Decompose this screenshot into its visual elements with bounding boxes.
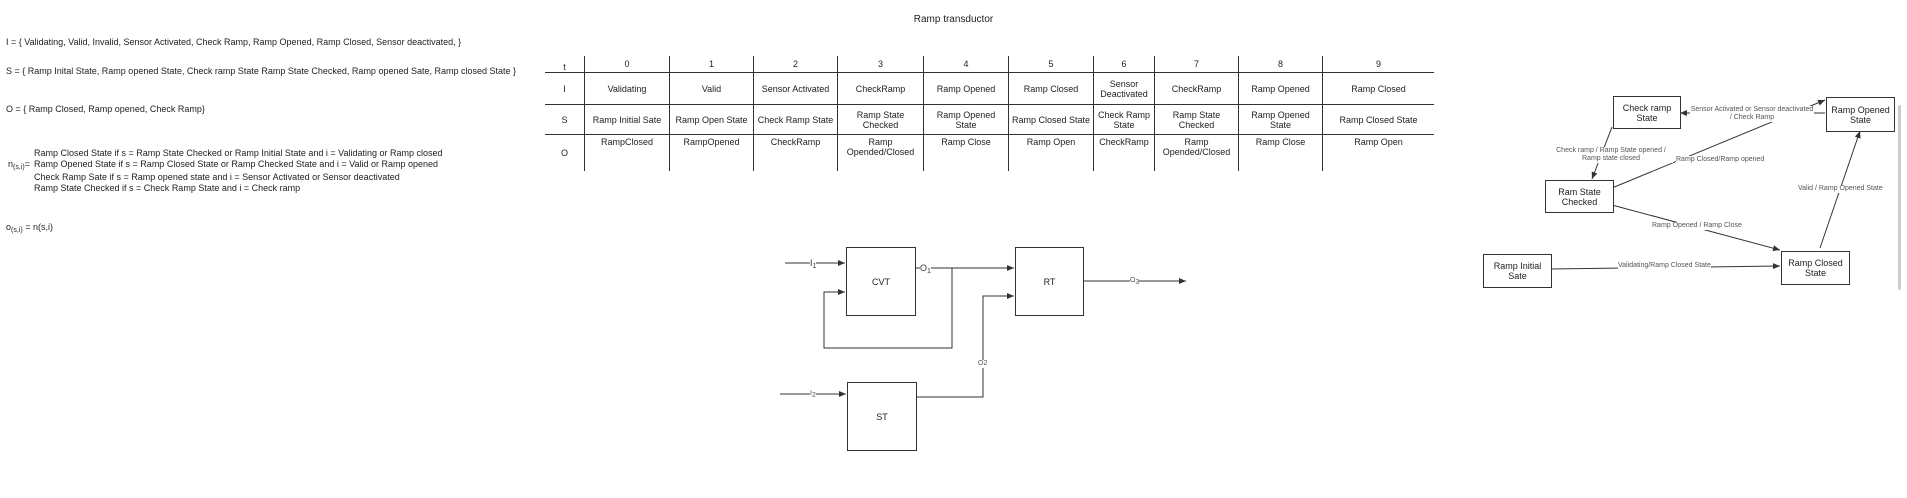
table-row-s: S Ramp Initial Sate Ramp Open State Chec… bbox=[545, 104, 1434, 135]
table-cell: CheckRamp bbox=[837, 72, 924, 105]
transition-rule-3: Check Ramp Sate if s = Ramp opened state… bbox=[34, 172, 400, 182]
state-set-definition: S = { Ramp Inital State, Ramp opened Sta… bbox=[6, 66, 517, 76]
edge-st-to-rt bbox=[916, 293, 1014, 398]
table-cell: Check Ramp State bbox=[753, 104, 838, 135]
transition-rule-1: Ramp Closed State if s = Ramp State Chec… bbox=[34, 148, 443, 158]
label-check-to-checked: Check ramp / Ramp State opened / Ramp st… bbox=[1549, 147, 1673, 163]
table-cell: 2 bbox=[753, 56, 838, 73]
output-o2-label: O2 bbox=[978, 360, 988, 368]
row-header-s: S bbox=[545, 104, 585, 135]
table-row-o: O RampClosed RampOpened CheckRamp Ramp O… bbox=[545, 134, 1434, 171]
row-header-t: t bbox=[563, 62, 566, 72]
table-cell: RampClosed bbox=[584, 134, 670, 171]
label-checked-to-closed: Ramp Opened / Ramp Close bbox=[1652, 222, 1742, 230]
output-function: o(s,i) = n(s,i) bbox=[6, 222, 53, 234]
table-cell: Ramp Opened bbox=[923, 72, 1009, 105]
table-row-t: t 0 1 2 3 4 5 6 7 8 9 bbox=[545, 56, 1434, 73]
table-cell: RampOpened bbox=[669, 134, 754, 171]
table-cell: 5 bbox=[1008, 56, 1094, 73]
table-cell: Ramp Closed bbox=[1322, 72, 1434, 105]
table-cell: Ramp State Checked bbox=[837, 104, 924, 135]
table-cell: Validating bbox=[584, 72, 670, 105]
table-cell: 8 bbox=[1238, 56, 1323, 73]
edge-feedback-loop bbox=[823, 268, 953, 349]
diagram-title: Ramp transductor bbox=[913, 14, 994, 25]
table-cell: Ramp Close bbox=[1238, 134, 1323, 171]
table-cell: 6 bbox=[1093, 56, 1155, 73]
table-cell: Ramp Close bbox=[923, 134, 1009, 171]
table-cell: 0 bbox=[584, 56, 670, 73]
table-cell: 4 bbox=[923, 56, 1009, 73]
table-cell: Sensor Activated bbox=[753, 72, 838, 105]
table-cell: 7 bbox=[1154, 56, 1239, 73]
table-cell: Ramp Closed bbox=[1008, 72, 1094, 105]
output-o1-label: O1 bbox=[920, 263, 931, 277]
row-header-o: O bbox=[545, 134, 585, 171]
table-cell: Ramp Opened State bbox=[923, 104, 1009, 135]
table-cell: CheckRamp bbox=[1154, 72, 1239, 105]
output-o3-label: O3 bbox=[1130, 277, 1140, 287]
table-cell: Ramp Open State bbox=[669, 104, 754, 135]
state-ramp-opened: Ramp Opened State bbox=[1826, 97, 1895, 132]
table-cell: Ramp Opended/Closed bbox=[1154, 134, 1239, 171]
table-row-i: I Validating Valid Sensor Activated Chec… bbox=[545, 72, 1434, 105]
transition-rule-2: Ramp Opened State if s = Ramp Closed Sta… bbox=[34, 159, 439, 169]
output-set-definition: O = { Ramp Closed, Ramp opened, Check Ra… bbox=[6, 104, 205, 114]
row-header-i: I bbox=[545, 72, 585, 105]
table-cell: Ramp State Checked bbox=[1154, 104, 1239, 135]
table-cell: Sensor Deactivated bbox=[1093, 72, 1155, 105]
table-cell: CheckRamp bbox=[753, 134, 838, 171]
table-cell: Ramp Opened bbox=[1238, 72, 1323, 105]
label-opened-to-check: Sensor Activated or Sensor deactivated /… bbox=[1690, 106, 1814, 122]
table-cell: Ramp Closed State bbox=[1322, 104, 1434, 135]
state-ramp-closed: Ramp Closed State bbox=[1781, 251, 1850, 285]
table-cell: Ramp Closed State bbox=[1008, 104, 1094, 135]
table-cell: Ramp Open bbox=[1008, 134, 1094, 171]
table-cell: Ramp Opended/Closed bbox=[837, 134, 924, 171]
table-cell: Ramp Initial Sate bbox=[584, 104, 670, 135]
rt-block: RT bbox=[1015, 247, 1084, 316]
st-block: ST bbox=[847, 382, 917, 451]
label-checked-to-opened: Ramp Closed/Ramp opened bbox=[1676, 156, 1765, 164]
state-check-ramp: Check ramp State bbox=[1613, 96, 1681, 129]
label-closed-to-opened: Valid / Ramp Opened State bbox=[1798, 185, 1883, 193]
state-ramp-initial: Ramp Initial Sate bbox=[1483, 254, 1552, 288]
table-cell: Check Ramp State bbox=[1093, 104, 1155, 135]
input-i1-label: I1 bbox=[810, 258, 817, 272]
input-set-definition: I = { Validating, Valid, Invalid, Sensor… bbox=[6, 37, 462, 47]
table-cell: Ramp Open bbox=[1322, 134, 1434, 171]
input-i2-label: I2 bbox=[810, 390, 816, 400]
vertical-scrollbar[interactable] bbox=[1898, 105, 1901, 290]
label-initial-to-closed: Validating/Ramp Closed State bbox=[1618, 262, 1711, 270]
table-cell: Ramp Opened State bbox=[1238, 104, 1323, 135]
table-cell: CheckRamp bbox=[1093, 134, 1155, 171]
table-cell: 1 bbox=[669, 56, 754, 73]
table-cell: 3 bbox=[837, 56, 924, 73]
cvt-block: CVT bbox=[846, 247, 916, 316]
transition-function-label: n(s,i)= bbox=[8, 159, 30, 171]
table-cell: 9 bbox=[1322, 56, 1434, 73]
transition-rule-4: Ramp State Checked if s = Check Ramp Sta… bbox=[34, 183, 301, 193]
state-ramp-checked: Ram State Checked bbox=[1545, 180, 1614, 213]
transduction-table: t 0 1 2 3 4 5 6 7 8 9 I Validating Valid… bbox=[545, 56, 1434, 171]
table-cell: Valid bbox=[669, 72, 754, 105]
